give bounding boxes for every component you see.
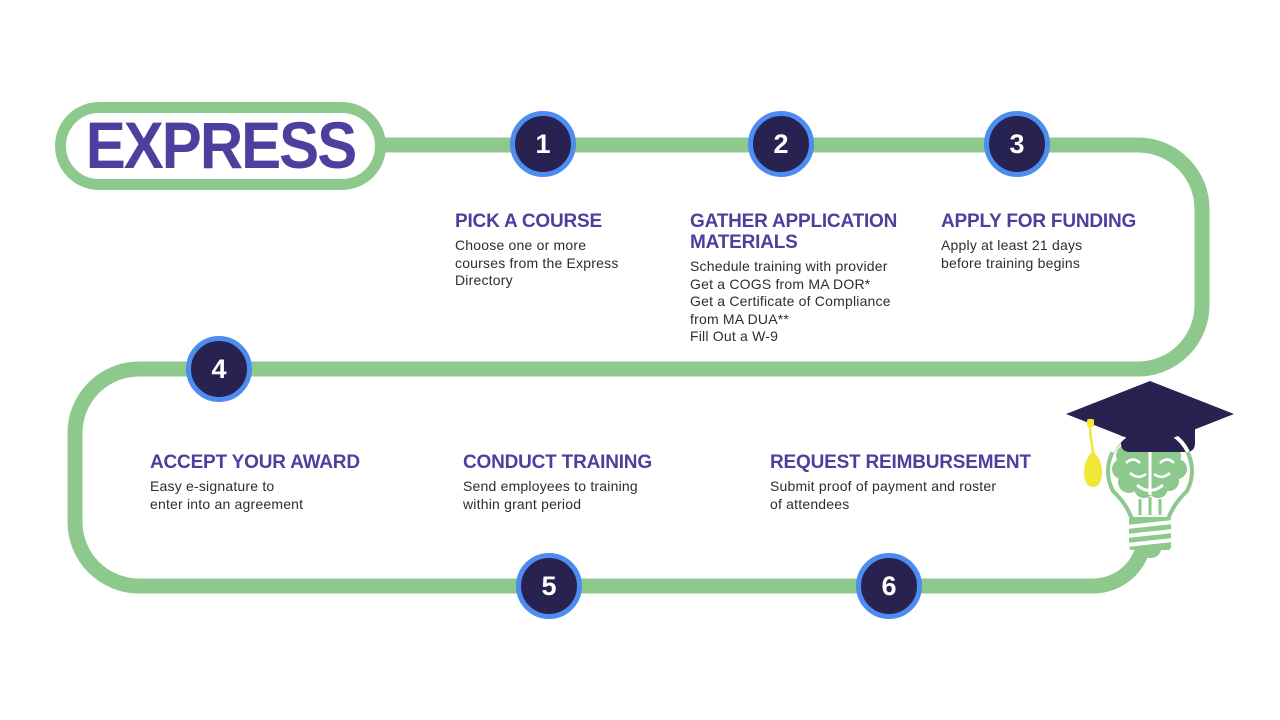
lightbulb-icon (1066, 381, 1234, 558)
step-number-4: 4 (211, 353, 227, 384)
express-logo-text: EXPRESS (85, 108, 357, 183)
step-body-6: Submit proof of payment and roster of at… (770, 478, 997, 512)
step-number-3: 3 (1009, 128, 1025, 159)
step-circle-5: 5 (516, 553, 582, 619)
step-5: CONDUCT TRAINING Send employees to train… (463, 452, 663, 513)
step-title-1: PICK A COURSE (455, 211, 602, 232)
step-number-6: 6 (881, 570, 897, 601)
brain-icon (1112, 435, 1187, 498)
tassel-icon (1084, 419, 1102, 487)
step-body-2-line-1: Schedule training with provider (690, 258, 888, 274)
step-title-3: APPLY FOR FUNDING (941, 211, 1137, 232)
step-body-2-line-2: Get a COGS from MA DOR* (690, 275, 871, 292)
step-body-2-line-4: Fill Out a W-9 (690, 328, 779, 344)
step-title-2: GATHER APPLICATION MATERIALS (690, 211, 898, 253)
step-body-2-line-3: Get a Certificate of Compliance from MA … (690, 293, 891, 327)
step-body-5: Send employees to training within grant … (463, 478, 638, 512)
step-title-4: ACCEPT YOUR AWARD (150, 452, 360, 473)
step-1: PICK A COURSE Choose one or more courses… (455, 211, 630, 290)
step-3: APPLY FOR FUNDING Apply at least 21 days… (941, 211, 1136, 272)
express-logo: EXPRESS (55, 102, 386, 190)
step-number-2: 2 (773, 128, 789, 159)
step-body-3: Apply at least 21 days before training b… (941, 237, 1083, 271)
bulb-screw-base-icon (1126, 517, 1174, 558)
step-circle-2: 2 (748, 111, 814, 177)
step-body-1: Choose one or more courses from the Expr… (455, 237, 619, 288)
step-title-6: REQUEST REIMBURSEMENT (770, 452, 1031, 473)
step-4: ACCEPT YOUR AWARD Easy e-signature to en… (150, 452, 360, 513)
step-circle-3: 3 (984, 111, 1050, 177)
step-number-1: 1 (535, 128, 551, 159)
filament-icon (1138, 497, 1162, 515)
step-circle-4: 4 (186, 336, 252, 402)
step-circle-1: 1 (510, 111, 576, 177)
step-circle-6: 6 (856, 553, 922, 619)
step-number-5: 5 (541, 570, 557, 601)
route-path (67, 137, 1210, 594)
step-2: GATHER APPLICATION MATERIALS Schedule tr… (690, 211, 935, 346)
step-body-4: Easy e-signature to enter into an agreem… (150, 478, 304, 512)
step-title-5: CONDUCT TRAINING (463, 452, 652, 473)
graduation-cap-icon (1066, 381, 1234, 453)
step-6: REQUEST REIMBURSEMENT Submit proof of pa… (770, 452, 1031, 513)
